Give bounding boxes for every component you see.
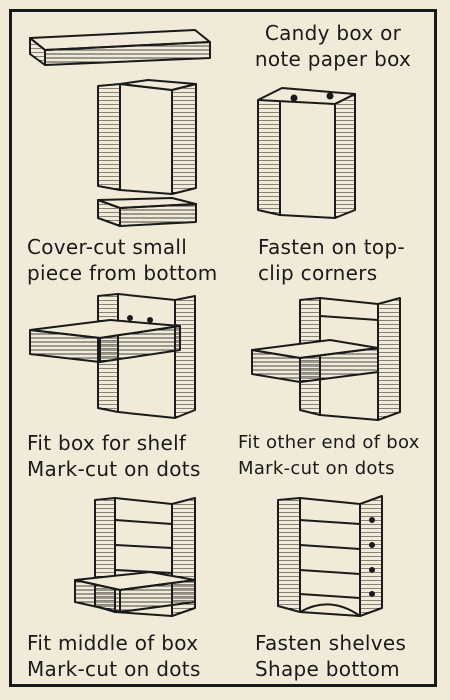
caption-step-7: Fasten shelves Shape bottom: [255, 630, 406, 682]
caption-step-6: Fit middle of box Mark-cut on dots: [27, 630, 201, 682]
cut-box-illustration: [97, 79, 197, 227]
caption-line: Fasten on top-: [258, 235, 405, 259]
fit-middle-illustration: [74, 497, 196, 617]
plate-border: [9, 9, 437, 687]
caption-line: clip corners: [258, 261, 378, 285]
fit-shelf-illustration: [29, 293, 196, 419]
fastened-top-illustration: [257, 87, 356, 219]
caption-line: piece from bottom: [27, 261, 218, 285]
fit-other-end-illustration: [251, 297, 401, 421]
caption-line: Mark-cut on dots: [238, 458, 395, 479]
caption-step-1: Candy box or note paper box: [243, 20, 423, 72]
caption-line: Fit box for shelf: [27, 431, 187, 455]
caption-line: Shape bottom: [255, 657, 400, 681]
caption-step-5: Fit other end of box Mark-cut on dots: [238, 430, 420, 482]
caption-line: note paper box: [254, 47, 412, 71]
caption-line: Cover-cut small: [27, 235, 188, 259]
caption-step-3: Fasten on top- clip corners: [258, 234, 405, 286]
caption-step-4: Fit box for shelf Mark-cut on dots: [27, 430, 201, 482]
caption-line: Fit other end of box: [238, 432, 420, 453]
caption-line: Mark-cut on dots: [27, 657, 201, 681]
caption-line: Candy box or: [264, 21, 402, 45]
caption-line: Mark-cut on dots: [27, 457, 201, 481]
caption-step-2: Cover-cut small piece from bottom: [27, 234, 218, 286]
caption-line: Fit middle of box: [27, 631, 199, 655]
candy-box-illustration: [29, 29, 211, 66]
caption-line: Fasten shelves: [255, 631, 407, 655]
finished-shelf-illustration: [277, 495, 383, 617]
